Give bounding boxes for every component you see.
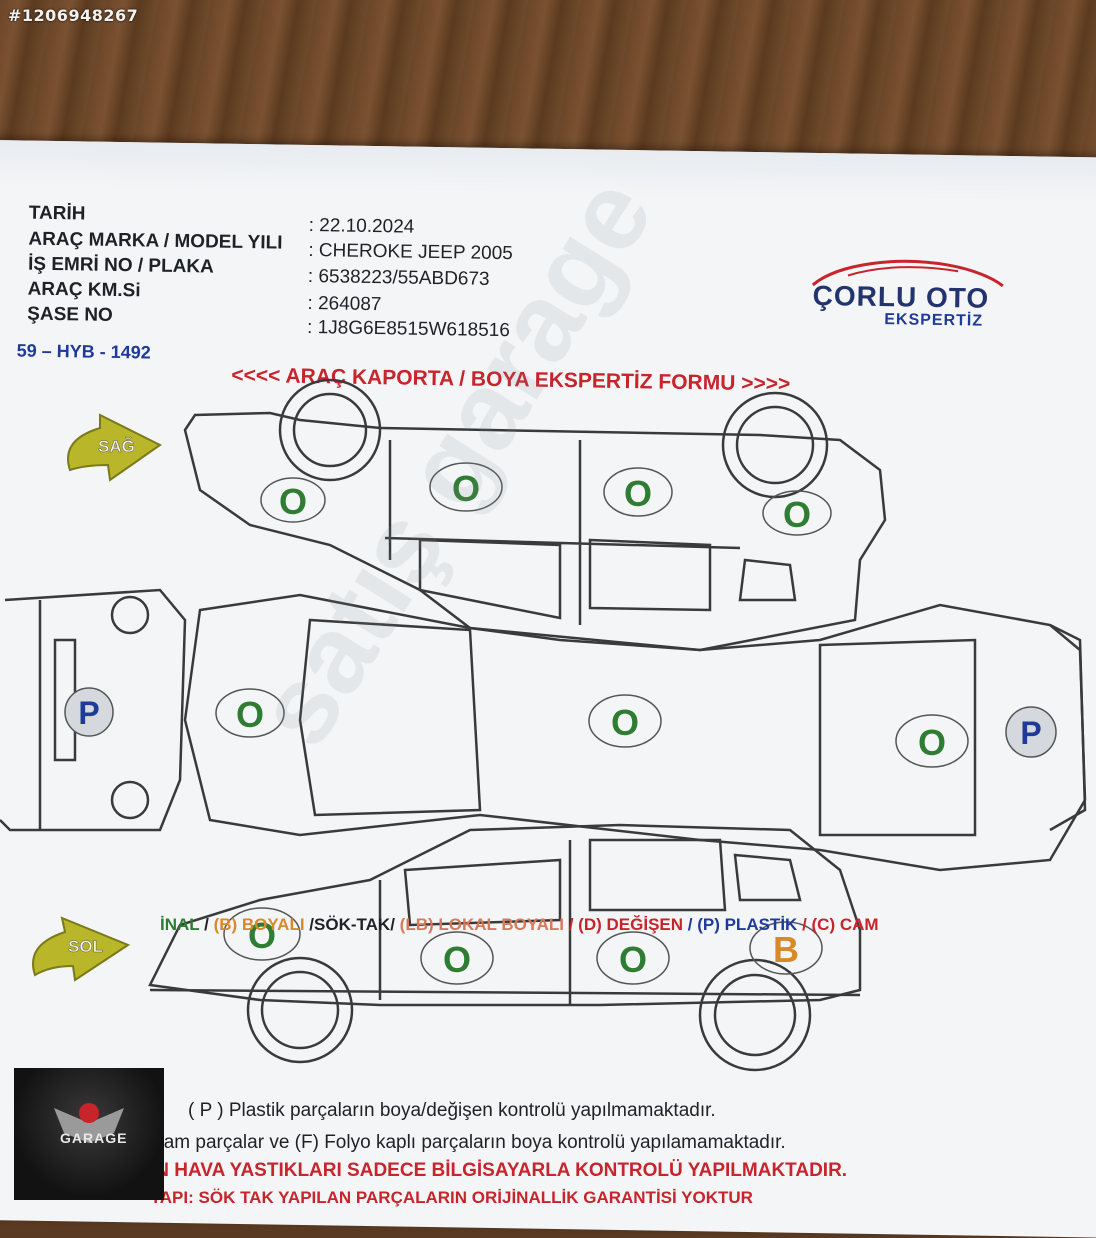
legend-original: İNAL [160,915,200,934]
legend-plastic: / (P) PLASTİK [687,915,798,934]
mark-front-bumper: P [78,695,99,731]
arrow-right-label: SAĞ [98,437,135,456]
mark-right-fender: O [279,481,307,522]
mark-left-front-door: O [443,939,471,980]
car-outline-right-side [183,411,887,652]
expertise-form-sheet: TARİH : 22.10.2024 ARAÇ MARKA / MODEL YI… [0,140,1096,1238]
arrow-right-icon [67,413,162,482]
car-outline-front [0,588,187,832]
car-diagram: SAĞ SOL O O O O P O O O P O O O B [0,378,1087,1072]
legend-local: (LB) LOKAL BOYALI [399,915,564,934]
legend: İNAL / (B) BOYALI /SÖK-TAK/ (LB) LOKAL B… [160,915,879,935]
mark-right-quarter: O [783,494,811,535]
mark-right-front-door: O [452,468,480,509]
note-airbag: IN HAVA YASTIKLARI SADECE BİLGİSAYARLA K… [150,1160,848,1181]
mark-hood: O [236,694,264,735]
note-glass: Cam parçalar ve (F) Folyo kaplı parçalar… [150,1132,786,1153]
legend-painted: (B) BOYALI [213,915,305,934]
garage-logo-badge [14,1068,164,1200]
mark-right-rear-door: O [624,473,652,514]
mark-left-quarter: B [773,929,799,970]
legend-sep: / [204,915,209,934]
logo-car-icon [811,259,1004,288]
mark-roof: O [611,702,639,743]
note-plastic: ( P ) Plastik parçaların boya/değişen ko… [188,1100,716,1121]
car-outline-top [183,593,1087,872]
arrow-left-icon [32,916,131,982]
car-outline-left-side [148,823,862,1007]
garage-logo-text: GARAGE [60,1130,128,1146]
mark-left-rear-door: O [619,939,647,980]
photo-watermark: #1206948267 [8,6,139,25]
mark-rear-bumper: P [1020,715,1041,751]
note-warranty: YAPI: SÖK TAK YAPILAN PARÇALARIN ORİJİNA… [150,1188,753,1207]
mark-tailgate: O [918,722,946,763]
legend-changed: / (D) DEĞİŞEN [568,915,684,934]
arrow-left-label: SOL [68,937,103,956]
mark-left-fender: O [248,915,276,956]
legend-sokak: /SÖK-TAK/ [309,915,395,934]
legend-glass: / (C) CAM [802,915,879,934]
garage-emblem-icon [54,1103,124,1143]
